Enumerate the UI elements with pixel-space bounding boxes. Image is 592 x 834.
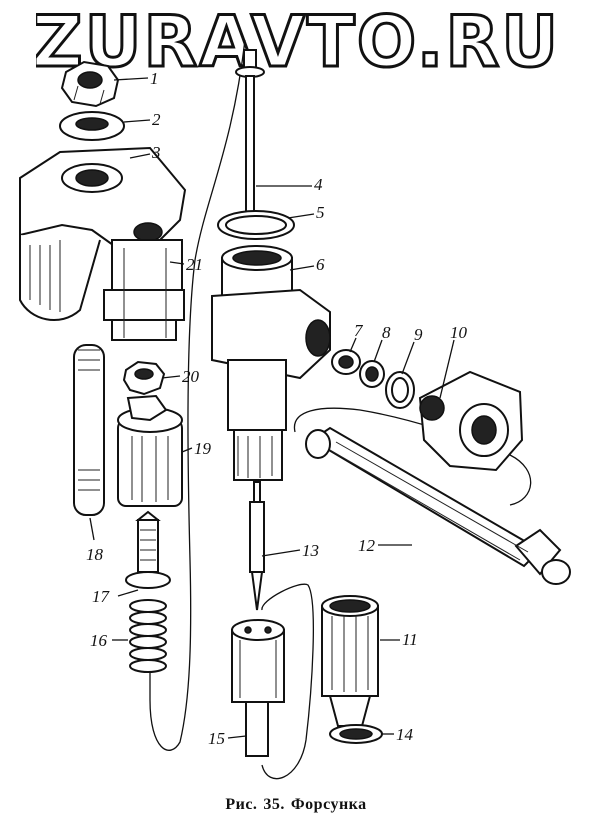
watermark-logo: ZURAVTO.RU: [36, 2, 556, 80]
part-label-12: 12: [358, 536, 376, 555]
part-nut-1: [60, 60, 120, 108]
part-labels: 1 2 3 4 5 6 7 8 9 10 11 12 13 14 15 16 1…: [86, 69, 468, 748]
part-label-21: 21: [186, 255, 203, 274]
caption-number: 35.: [263, 796, 285, 813]
part-label-8: 8: [382, 323, 391, 342]
watermark-text: ZURAVTO.RU: [36, 2, 556, 80]
figure-caption: Рис. 35. Форсунка: [0, 796, 592, 814]
part-sleeve-19: [117, 394, 183, 507]
caption-prefix: Рис.: [225, 796, 258, 813]
part-label-1: 1: [150, 69, 159, 88]
part-label-3: 3: [151, 143, 161, 162]
part-ring-5: [217, 210, 295, 240]
part-filter-8: [359, 360, 385, 388]
part-needle-13: [249, 481, 265, 611]
part-pipe-12: [305, 426, 571, 585]
leader-lines: [89, 77, 455, 739]
part-rod-4: [235, 49, 265, 237]
part-label-20: 20: [182, 367, 200, 386]
part-label-11: 11: [402, 630, 418, 649]
part-label-18: 18: [86, 545, 104, 564]
part-holder-21: [103, 239, 185, 341]
part-label-2: 2: [152, 110, 161, 129]
part-body-6: [211, 245, 331, 481]
part-label-16: 16: [90, 631, 108, 650]
part-fitting-7: [331, 349, 361, 375]
part-label-13: 13: [302, 541, 319, 560]
part-nozzle-15: [231, 619, 285, 757]
part-label-6: 6: [316, 255, 325, 274]
part-nut-20: [122, 360, 166, 396]
contour-line-bottom: [261, 583, 314, 780]
part-washer-2: [59, 111, 125, 141]
part-label-17: 17: [92, 587, 111, 606]
part-bolt-17: [125, 510, 171, 589]
part-housing-10: [418, 370, 524, 472]
part-label-9: 9: [414, 325, 423, 344]
part-label-5: 5: [316, 203, 325, 222]
contour-line-left: [149, 39, 246, 751]
part-label-4: 4: [314, 175, 323, 194]
part-stud-18: [73, 344, 105, 516]
part-label-14: 14: [396, 725, 414, 744]
caption-title: Форсунка: [290, 796, 367, 813]
part-label-19: 19: [194, 439, 212, 458]
part-washer-14: [329, 724, 383, 744]
part-label-7: 7: [354, 321, 364, 340]
part-label-10: 10: [450, 323, 468, 342]
part-spring-16: [129, 599, 167, 673]
part-bracket-3: [19, 146, 187, 321]
part-label-15: 15: [208, 729, 225, 748]
part-nut-11: [321, 595, 379, 727]
part-gasket-9: [385, 371, 415, 409]
